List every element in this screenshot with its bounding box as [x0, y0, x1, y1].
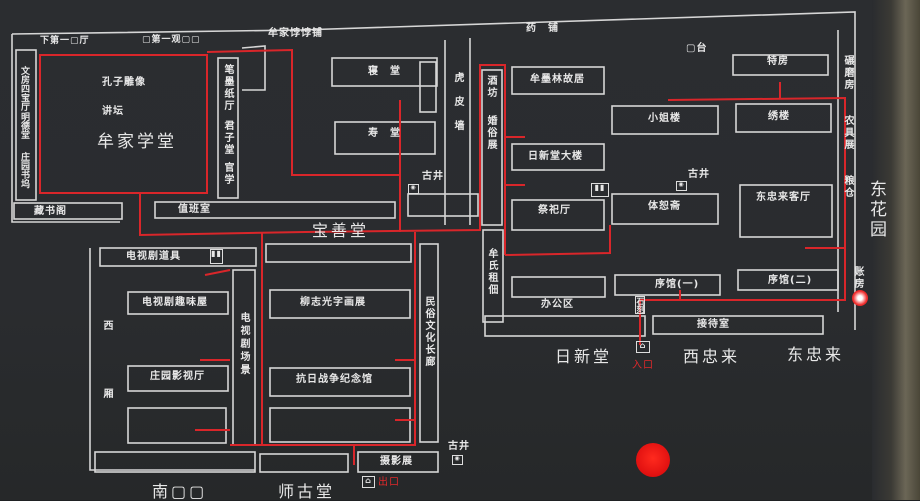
map-label-main: 师古堂 — [278, 482, 336, 501]
well-icon: ◉ — [452, 455, 463, 465]
map-label: 序馆(一) — [655, 279, 700, 290]
map-label: 官学 — [222, 162, 233, 186]
map-label: 牟氏租佃 — [486, 248, 497, 296]
map-label-main: 宝善堂 — [312, 221, 370, 240]
map-label-main: 东忠来 — [787, 345, 845, 364]
map-label: 孔子雕像 — [102, 77, 146, 88]
restroom-icon: ▮▮ — [210, 249, 223, 264]
map-label: 古井 — [422, 171, 444, 182]
map-label: 君子堂 — [222, 120, 233, 156]
map-label: ▢台 — [686, 43, 708, 54]
map-label: 日新堂大楼 — [528, 151, 583, 162]
map-label: 牟墨林故居 — [530, 74, 585, 85]
map-label: 农具展 — [842, 115, 853, 151]
map-label-main: 牟家学堂 — [97, 132, 177, 152]
route-segment — [640, 96, 846, 301]
map-label: 寝堂 — [368, 66, 412, 77]
map-label-main: 日新堂 — [555, 347, 613, 366]
map-label: 柳志光字画展 — [300, 297, 366, 308]
map-label: 民俗文化长廊 — [423, 296, 434, 368]
map-label: 藏书阁 — [34, 206, 67, 217]
restroom-icon: ▮▮ — [591, 183, 609, 197]
map-label: 小姐楼 — [648, 113, 681, 124]
route-segment — [206, 48, 400, 176]
map-label: 古井 — [688, 169, 710, 180]
wall — [15, 49, 37, 201]
route-segment — [639, 290, 681, 345]
red-button-marker — [636, 443, 670, 477]
map-label: 绣楼 — [768, 111, 790, 122]
map-label: 牟家饽饽铺 — [268, 28, 323, 39]
well-icon: ◉ — [408, 184, 419, 194]
map-label: 药铺 — [526, 23, 570, 34]
map-label: 婚俗展 — [485, 115, 496, 151]
entrance-label: 入口 — [632, 360, 654, 371]
map-label-main: 西忠来 — [683, 347, 741, 366]
map-label: 序馆(二) — [768, 275, 813, 286]
well-icon: ◉ — [676, 181, 687, 191]
map-label: 抗日战争纪念馆 — [296, 374, 373, 385]
map-label: 笔墨纸厅 — [222, 64, 233, 112]
outer-wall — [11, 11, 856, 330]
map-label: 办公区 — [541, 299, 574, 310]
route-segment — [504, 225, 611, 256]
map-label: 体恕斋 — [648, 201, 681, 212]
map-label: 古井 — [448, 441, 470, 452]
board-edge — [872, 0, 920, 500]
map-label: 讲坛 — [102, 106, 124, 117]
map-label: 庄园书坞 — [19, 152, 29, 188]
map-label: 庄园影视厅 — [150, 371, 205, 382]
route-segment — [230, 232, 416, 446]
map-label: 下第一▢厅 — [40, 36, 90, 46]
map-label: 东忠来客厅 — [756, 192, 811, 203]
route-segment — [139, 64, 506, 255]
map-label: 接待室 — [697, 319, 730, 330]
map-label: 账房 — [852, 266, 863, 290]
route-segment — [505, 136, 525, 186]
map-label: 值班室 — [178, 204, 211, 215]
map-label: 寿堂 — [368, 128, 412, 139]
route-segment — [779, 82, 845, 249]
map-label: 特房 — [767, 56, 789, 67]
map-label-main: 东花园 — [866, 180, 886, 240]
map-label: 电视剧趣味屋 — [142, 297, 208, 308]
map-label: 虎皮墙 — [452, 72, 463, 144]
exit-label: 出口 — [378, 477, 400, 488]
map-label: 摄影展 — [380, 456, 413, 467]
entrance-icon: ⌂ — [636, 341, 650, 353]
map-label: 明德堂 — [19, 112, 29, 139]
map-label-main: 南▢▢ — [152, 482, 208, 501]
map-label: 石刻 — [635, 296, 645, 314]
exit-icon: ⌂ — [362, 476, 375, 488]
map-label: 电视剧道具 — [126, 251, 181, 262]
map-label: 碾磨房 — [842, 55, 853, 91]
map-label: 西厢 — [101, 320, 112, 456]
map-label: 电视剧场景 — [238, 312, 249, 377]
map-label: 文房四宝厅 — [19, 66, 29, 111]
outer-wall — [11, 34, 120, 223]
map-label: 祭祀厅 — [538, 205, 571, 216]
route-segment — [39, 54, 208, 194]
you-are-here-marker — [852, 290, 868, 306]
map-label: ▢第一观▢▢ — [142, 35, 201, 45]
map-label: 酒坊 — [485, 75, 496, 99]
map-label: 粮仓 — [842, 175, 853, 199]
route-segment — [195, 269, 415, 431]
